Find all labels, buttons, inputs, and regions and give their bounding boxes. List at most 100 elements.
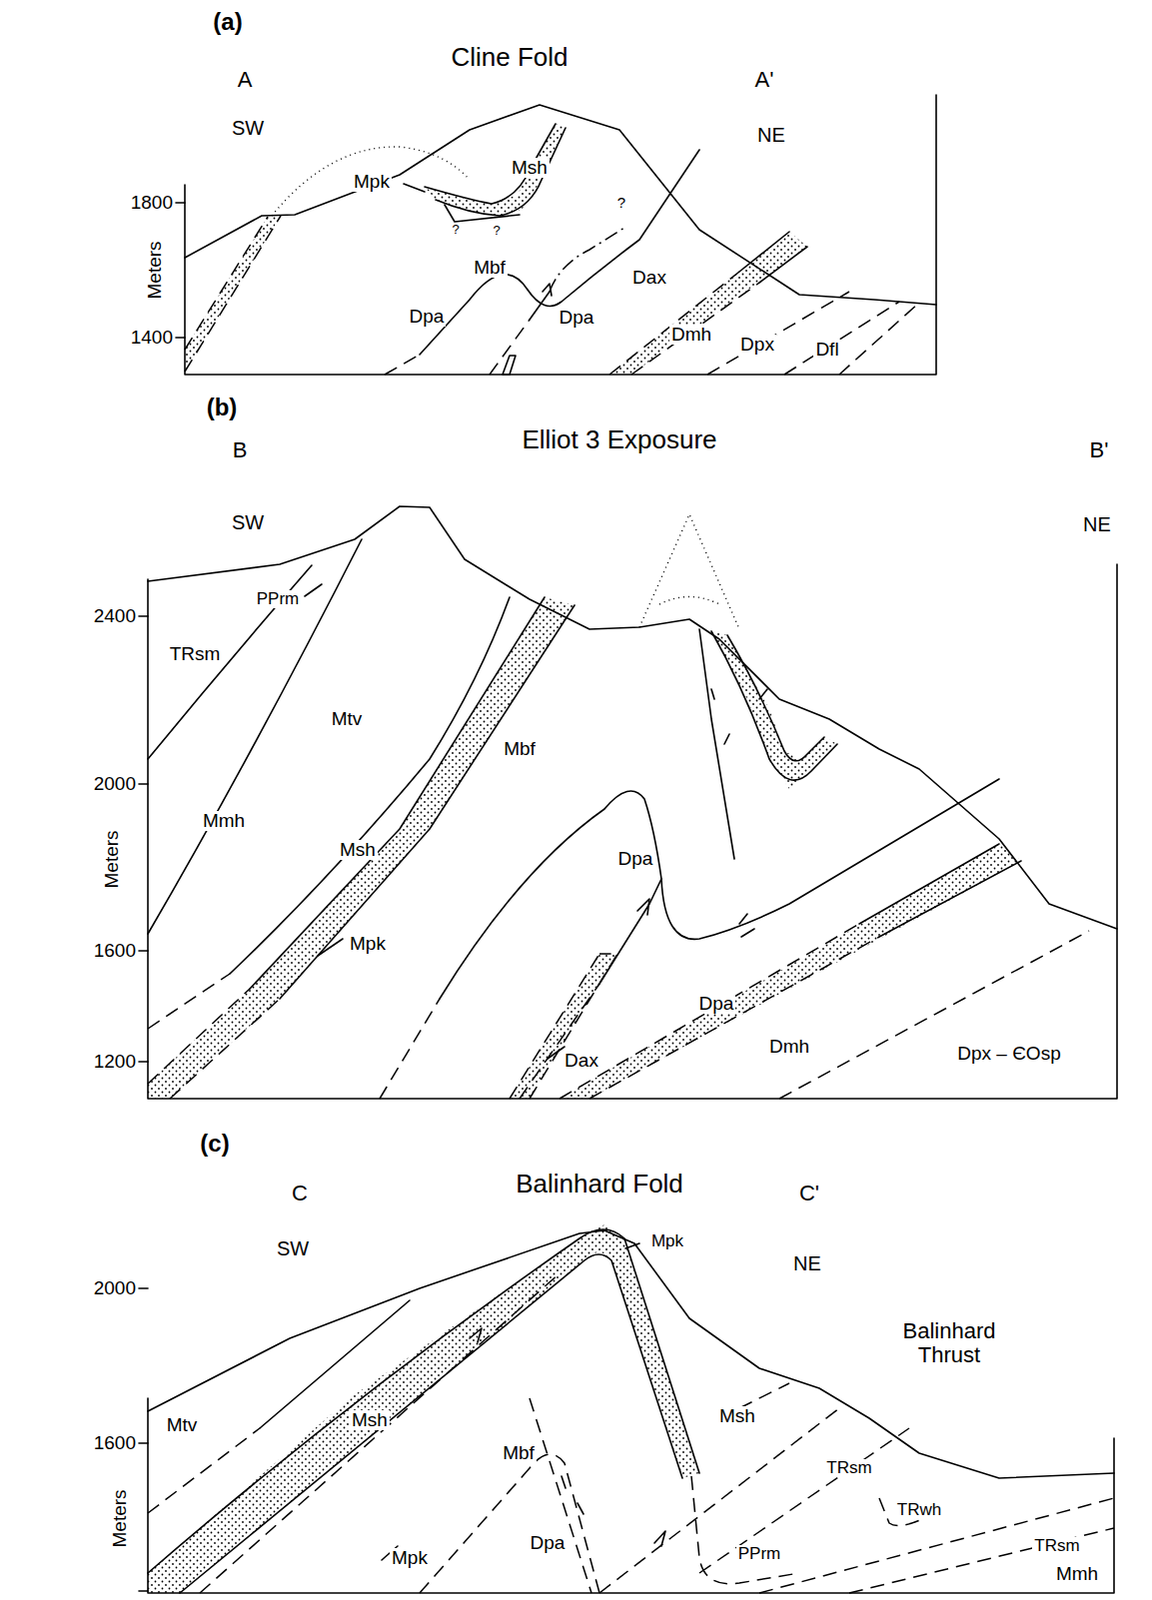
direction-label: SW xyxy=(229,511,266,534)
direction-label: NE xyxy=(1081,513,1114,536)
geologic-line xyxy=(435,127,566,216)
unit-label: Mpk xyxy=(351,171,392,193)
geologic-line xyxy=(779,931,1090,1100)
unit-label: Dmh xyxy=(767,1037,812,1059)
unit-label: Dpa xyxy=(528,1533,568,1555)
geologic-line xyxy=(419,1454,600,1594)
geologic-line xyxy=(849,1528,1115,1594)
elevation-tick: 2400 xyxy=(91,606,138,628)
geologic-line xyxy=(184,104,937,305)
geologic-line xyxy=(179,1254,683,1594)
unit-label: Msh xyxy=(337,840,378,862)
geologic-line xyxy=(654,1531,666,1547)
geologic-line xyxy=(379,999,440,1100)
geologic-line xyxy=(529,1398,592,1594)
unit-label: TRsm xyxy=(1032,1537,1082,1557)
unit-label: Dmh xyxy=(669,324,714,346)
unit-label: Mpk xyxy=(389,1548,430,1570)
section-end: B xyxy=(230,438,250,463)
geologic-line xyxy=(759,1498,1115,1594)
geologic-line xyxy=(759,246,808,283)
unit-label: TRsm xyxy=(167,644,223,666)
section-end: A' xyxy=(753,67,777,92)
geologic-line xyxy=(147,1229,700,1574)
geologic-line xyxy=(631,282,760,375)
geologic-line xyxy=(639,514,740,630)
geologic-line xyxy=(199,1273,560,1594)
geologic-line xyxy=(249,597,545,990)
unit-label: Dfl xyxy=(813,339,841,361)
geologic-line xyxy=(659,597,720,606)
geologic-line xyxy=(559,924,860,1100)
geologic-line xyxy=(549,227,625,292)
geologic-line xyxy=(317,939,343,957)
direction-label: SW xyxy=(274,1237,311,1260)
unit-label: Dax xyxy=(630,267,669,289)
elevation-tick: 1800 xyxy=(128,192,175,214)
unit-label: Dax xyxy=(562,1051,601,1073)
elevation-tick: 2000 xyxy=(91,774,138,796)
geologic-line xyxy=(561,1476,584,1515)
elevation-tick: 1600 xyxy=(91,941,138,963)
geologic-line xyxy=(138,1590,148,1593)
unit-label: Mtv xyxy=(164,1415,200,1437)
geologic-line xyxy=(707,291,850,375)
geologic-line xyxy=(489,319,530,375)
geologic-line xyxy=(184,216,268,350)
geologic-line xyxy=(711,689,730,745)
geologic-line xyxy=(175,336,185,339)
geologic-line xyxy=(439,791,662,1000)
geologic-line xyxy=(138,1287,148,1290)
panel-letter: (a) xyxy=(210,8,244,35)
query-mark: ? xyxy=(615,194,628,212)
unit-label: PPrm xyxy=(736,1545,784,1565)
unit-label: Dpa xyxy=(697,994,737,1016)
geologic-line xyxy=(599,879,662,985)
geologic-line xyxy=(169,999,280,1100)
geologic-line xyxy=(175,201,185,204)
panel-letter: (c) xyxy=(197,1131,231,1157)
geologic-line xyxy=(229,597,510,975)
unit-label: Msh xyxy=(717,1406,758,1428)
section-end: B' xyxy=(1088,438,1112,463)
geologic-line xyxy=(599,1408,840,1594)
geologic-line xyxy=(147,539,362,935)
rock-band xyxy=(147,1224,700,1594)
unit-label: Mtv xyxy=(329,709,365,731)
unit-label: Mpk xyxy=(649,1232,686,1252)
geologic-line xyxy=(727,635,825,762)
rock-band xyxy=(184,215,281,372)
rock-band xyxy=(147,597,575,1100)
geologic-line xyxy=(138,1061,148,1064)
geologic-line xyxy=(637,899,650,916)
section-end: C xyxy=(289,1181,310,1206)
elevation-tick: 2000 xyxy=(91,1278,138,1300)
unit-label: Dpa xyxy=(407,306,447,328)
elevation-tick: 1200 xyxy=(91,1052,138,1074)
geologic-line xyxy=(271,146,470,216)
geologic-line xyxy=(138,1442,148,1445)
geologic-line xyxy=(759,689,768,700)
panel-title: Balinhard Fold xyxy=(513,1169,686,1199)
unit-label: Dpx xyxy=(738,334,777,356)
geologic-line xyxy=(879,861,1022,938)
unit-label: PPrm xyxy=(254,590,302,610)
unit-label: Mmh xyxy=(1054,1564,1101,1586)
unit-label: Mmh xyxy=(200,811,247,833)
cline-fold-section xyxy=(175,94,937,375)
balinhard-section xyxy=(138,1224,1115,1594)
query-mark: ? xyxy=(490,223,502,238)
section-end: A xyxy=(235,67,255,92)
geologic-line xyxy=(739,914,755,938)
unit-label: Mpk xyxy=(347,934,388,956)
unit-label: Mbf xyxy=(471,257,508,279)
geologic-line xyxy=(469,1328,482,1343)
geologic-line xyxy=(839,302,920,375)
geologic-line xyxy=(625,1243,640,1249)
geologic-line xyxy=(419,149,700,355)
geologic-line xyxy=(519,984,600,1100)
panel-title: Cline Fold xyxy=(448,42,570,72)
geologic-line xyxy=(609,271,740,375)
geologic-line xyxy=(509,954,600,1100)
geologic-line xyxy=(529,291,550,320)
